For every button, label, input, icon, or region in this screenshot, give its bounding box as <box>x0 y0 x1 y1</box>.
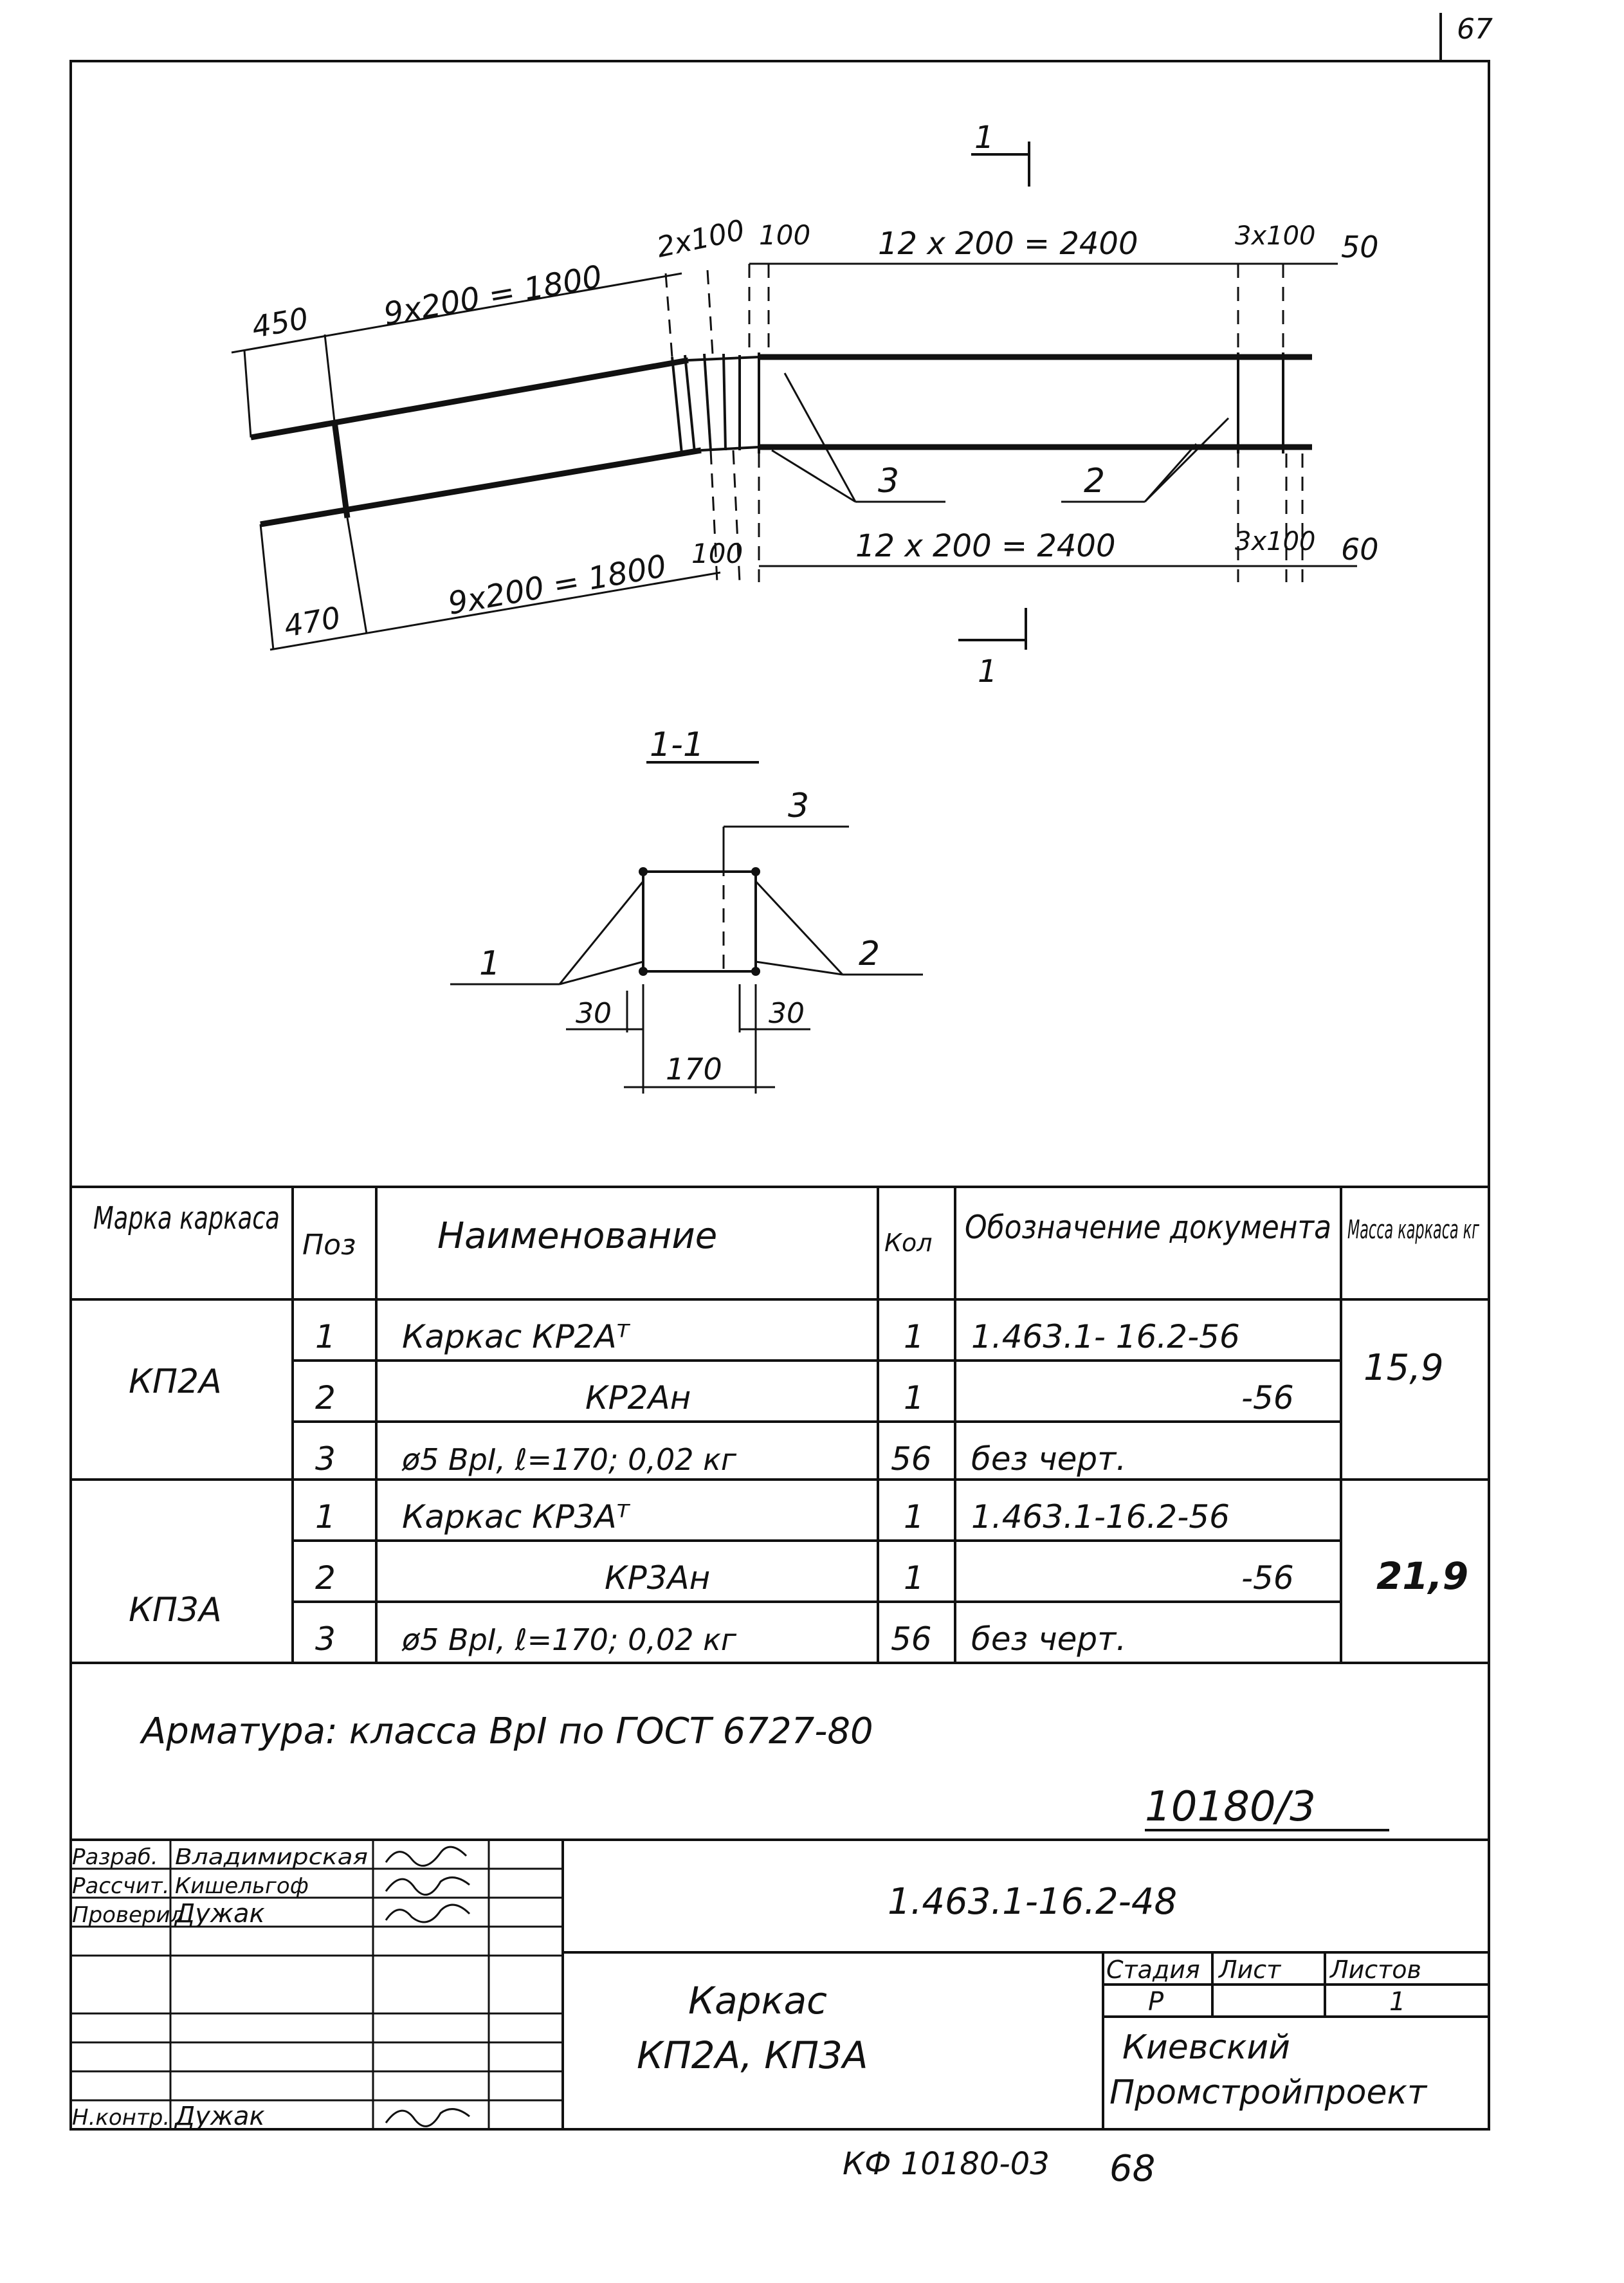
sign-role-1: Разраб. <box>72 1844 158 1870</box>
longitudinal-bar-top-inclined <box>250 357 689 441</box>
group-2-row-2-pos: 2 <box>315 1559 336 1597</box>
group-2-row-3-pos: 3 <box>315 1620 336 1658</box>
sheet-corner-number: 67 <box>1457 13 1493 46</box>
group-2-row-2-doc: -56 <box>1241 1559 1294 1597</box>
group-2-row-1-name: Каркас КР3Аᵀ <box>402 1498 631 1536</box>
plan-callout-2: 2 <box>1084 462 1105 500</box>
sign-name-4: Дужак <box>174 2102 265 2131</box>
organization-line1: Киевский <box>1122 2028 1290 2067</box>
group-2-mark: КП3А <box>129 1591 222 1629</box>
group-2-row-3-qty: 56 <box>891 1620 932 1658</box>
dim-top-9x200: 9x200 = 1800 <box>381 259 605 333</box>
group-2-row-1-doc: 1.463.1-16.2-56 <box>971 1498 1230 1536</box>
sign-name-1: Владимирская <box>175 1844 368 1870</box>
section-callout-2: 2 <box>859 935 880 973</box>
sheet-header: Лист <box>1218 1956 1282 1984</box>
group-2-mass: 21,9 <box>1376 1554 1468 1598</box>
document-code: 1.463.1-16.2-48 <box>888 1881 1177 1923</box>
section-dim-left-30: 30 <box>576 997 612 1030</box>
sheets-header: Листов <box>1329 1956 1421 1984</box>
group-1-row-1-pos: 1 <box>315 1318 336 1355</box>
specification-table: Марка каркаса Поз Наименование Кол Обозн… <box>71 1186 1489 1664</box>
dim-top-50: 50 <box>1341 230 1379 264</box>
header-name: Наименование <box>437 1215 717 1257</box>
sign-role-4: Н.контр. <box>72 2105 170 2131</box>
section-mark-bottom-label: 1 <box>978 654 998 690</box>
signature-scribble <box>385 1903 471 1923</box>
group-1-row-1-doc: 1.463.1- 16.2-56 <box>971 1318 1240 1355</box>
inventory-number: 10180/3 <box>1145 1783 1316 1831</box>
drawing-title-line2: КП2А, КП3А <box>637 2033 868 2077</box>
group-1-row-3-doc: без черт. <box>971 1440 1126 1478</box>
header-pos: Поз <box>302 1229 356 1261</box>
section-mark-top-label: 1 <box>974 120 994 156</box>
group-1-row-1-name: Каркас КР2Аᵀ <box>402 1318 631 1355</box>
group-2-row-2-qty: 1 <box>904 1559 924 1597</box>
group-1-row-2-qty: 1 <box>904 1379 924 1417</box>
section-mark-bottom: 1 <box>958 608 1027 690</box>
archive-code: КФ 10180-03 <box>843 2146 1050 2182</box>
group-2-row-2-name: КР3Ан <box>605 1559 710 1597</box>
plan-view: 1 1 <box>231 120 1379 690</box>
title-block: Разраб. Владимирская Рассчит. Кишельгоф … <box>71 1838 1489 2131</box>
organization-line2: Промстройпроект <box>1109 2073 1428 2112</box>
header-qty: Кол <box>884 1229 933 1257</box>
sign-role-3: Проверил <box>72 1902 184 1928</box>
section-callout-3: 3 <box>788 787 809 825</box>
group-1-row-3-name: ø5 ВрI, ℓ=170; 0,02 кг <box>401 1442 737 1477</box>
sheets-value: 1 <box>1389 1987 1405 2017</box>
section-dim-right-30: 30 <box>769 997 805 1030</box>
section-outline <box>642 870 757 973</box>
dim-top-100: 100 <box>759 219 810 251</box>
page-number: 68 <box>1109 2148 1155 2190</box>
section-callout-1: 1 <box>479 944 500 983</box>
signature-scribble <box>385 1876 470 1896</box>
section-1-1: 1-1 3 1 2 30 30 170 <box>450 726 923 1094</box>
group-2-row-1-qty: 1 <box>904 1498 924 1536</box>
plan-callout-3: 3 <box>878 462 899 500</box>
group-1-mass: 15,9 <box>1364 1347 1444 1389</box>
group-2-row-3-name: ø5 ВрI, ℓ=170; 0,02 кг <box>401 1622 737 1657</box>
group-1-row-2-pos: 2 <box>315 1379 336 1417</box>
dim-bottom-12x200: 12 x 200 = 2400 <box>855 528 1116 564</box>
header-mark-line: Марка каркаса <box>93 1200 280 1236</box>
dim-bottom-470: 470 <box>282 600 343 643</box>
dim-bottom-100: 100 <box>691 538 743 569</box>
dim-bottom-60: 60 <box>1341 532 1379 567</box>
group-1-row-3-qty: 56 <box>891 1440 932 1478</box>
sign-name-2: Кишельгоф <box>175 1873 309 1899</box>
group-1-row-1-qty: 1 <box>904 1318 924 1355</box>
header-doc: Обозначение документа <box>965 1209 1331 1246</box>
cross-rod <box>331 421 351 518</box>
group-1-row-2-doc: -56 <box>1241 1379 1294 1417</box>
reinforcement-note: Арматура: класса ВрI по ГОСТ 6727-80 <box>140 1710 873 1752</box>
sign-name-3: Дужак <box>174 1899 265 1929</box>
section-mark-top: 1 <box>971 120 1030 187</box>
group-2-row-1-pos: 1 <box>315 1498 336 1536</box>
signature-scribble <box>385 1846 468 1867</box>
longitudinal-bar-bottom-inclined <box>260 447 702 527</box>
group-1-row-2-name: КР2Ан <box>585 1379 691 1417</box>
stage-header: Стадия <box>1106 1956 1200 1984</box>
group-1-row-3-pos: 3 <box>315 1440 336 1478</box>
section-title: 1-1 <box>650 726 704 764</box>
signature-scribble <box>385 2108 470 2127</box>
dim-bottom-9x200: 9x200 = 1800 <box>445 548 669 622</box>
stage-value: Р <box>1148 1987 1164 2017</box>
dim-top-2x100: 2x100 <box>654 214 748 264</box>
dim-bottom-3x100: 3x100 <box>1235 527 1315 556</box>
dim-top-450: 450 <box>250 300 311 344</box>
group-1-mark: КП2А <box>129 1362 222 1401</box>
dim-top-3x100: 3x100 <box>1235 221 1315 251</box>
section-dim-170: 170 <box>666 1052 722 1086</box>
header-mass: Масса каркаса кг <box>1347 1215 1480 1245</box>
dim-top-12x200: 12 x 200 = 2400 <box>878 226 1138 262</box>
drawing-title-line1: Каркас <box>688 1979 827 2022</box>
sign-role-2: Рассчит. <box>72 1873 170 1899</box>
group-2-row-3-doc: без черт. <box>971 1620 1126 1658</box>
drawing-frame <box>69 60 1490 2131</box>
